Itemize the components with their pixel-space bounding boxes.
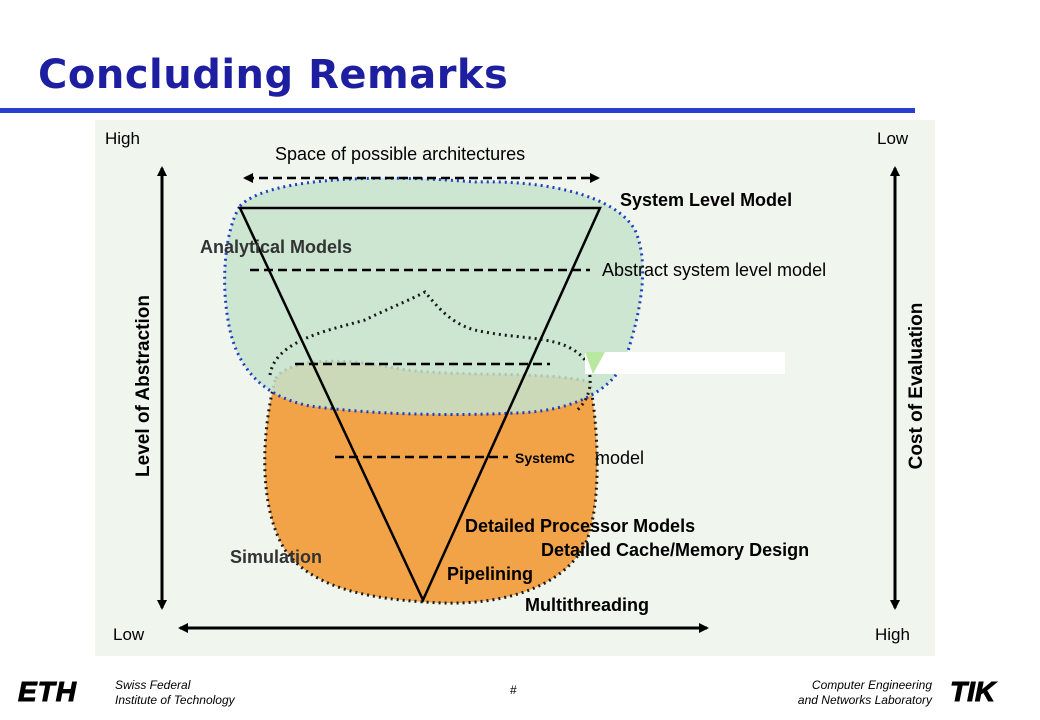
model-word: model [595,448,644,468]
analytical-region [223,176,645,417]
systemc-tag: SystemC [515,450,575,466]
tik-logo: TIK [950,678,998,704]
svg-text:ETH: ETH [18,678,77,704]
right-axis-label: Cost of Evaluation [906,303,927,470]
simulation-label: Simulation [230,547,322,567]
system-level-label: System Level Model [620,190,792,210]
right-axis-top: Low [877,129,909,148]
blank-label-box [585,352,785,374]
left-axis-top: High [105,129,140,148]
institution-name: Swiss Federal Institute of Technology [115,678,235,708]
lab-line-2: and Networks Laboratory [797,693,932,707]
left-axis-label: Level of Abstraction [133,295,154,477]
slide-title: Concluding Remarks [38,52,509,98]
detailed-cache-label: Detailed Cache/Memory Design [541,540,809,560]
analytical-models-label: Analytical Models [200,237,352,257]
architectures-label: Space of possible architectures [275,144,525,164]
detailed-processor-label: Detailed Processor Models [465,516,695,536]
pipelining-label: Pipelining [447,564,533,584]
svg-text:TIK: TIK [950,678,997,704]
eth-logo: ETH [18,678,77,704]
blank-label-notch [585,352,605,374]
institution-line-1: Swiss Federal [115,678,191,692]
lab-line-1: Computer Engineering [811,678,932,692]
abstraction-funnel [238,206,602,603]
design-space-diagram: Space of possible architectures High Lev… [95,120,935,656]
simulation-region [263,359,599,605]
lab-name: Computer Engineering and Networks Labora… [798,678,932,708]
institution-line-2: Institute of Technology [115,693,235,707]
multithreading-label: Multithreading [525,595,649,615]
right-axis-bottom: High [875,625,910,644]
page-number: # [510,683,517,697]
abstract-level-label: Abstract system level model [602,260,826,280]
title-underline [0,108,915,113]
systemc-tag-bg [509,446,589,468]
left-axis-bottom: Low [113,625,145,644]
